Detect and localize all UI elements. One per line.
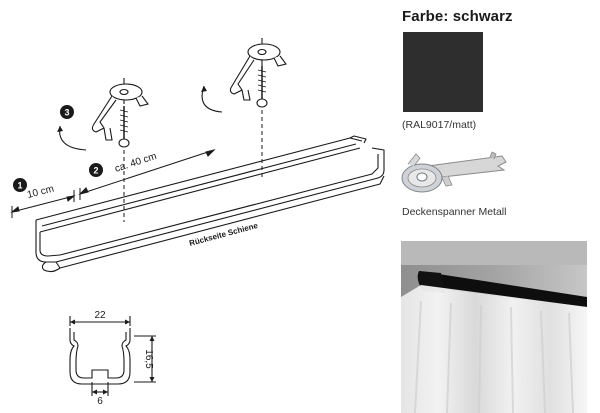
bracket-label: Deckenspanner Metall [402, 206, 507, 218]
rail-illustration [35, 135, 385, 273]
color-swatch [403, 32, 483, 112]
profile-height-dim: 16,5 [143, 349, 154, 369]
step-badge-2: 2 [89, 163, 103, 177]
bracket-left-icon [91, 78, 149, 148]
step-badge-3: 3 [60, 105, 74, 119]
rotate-arrow-3 [58, 125, 87, 151]
measure-40cm: ca. 40 cm [114, 151, 159, 175]
profile-slot-dim: 6 [97, 396, 103, 407]
svg-text:2: 2 [93, 166, 98, 176]
ceiling-bracket-icon [401, 151, 507, 193]
profile-width-dim: 22 [94, 310, 106, 321]
svg-text:1: 1 [17, 181, 22, 191]
rail-profile-section [69, 316, 156, 396]
measure-10cm: 10 cm [26, 184, 55, 201]
curtain-rail-photo [401, 241, 587, 413]
step-badge-1: 1 [13, 178, 27, 192]
svg-text:3: 3 [64, 108, 69, 118]
installation-diagram: 10 cm ca. 40 cm Rückseite Schiene 1 2 3 [10, 38, 385, 407]
bracket-right-icon [229, 38, 287, 108]
color-title: Farbe: schwarz [402, 8, 513, 25]
ral-code: (RAL9017/matt) [402, 119, 477, 131]
